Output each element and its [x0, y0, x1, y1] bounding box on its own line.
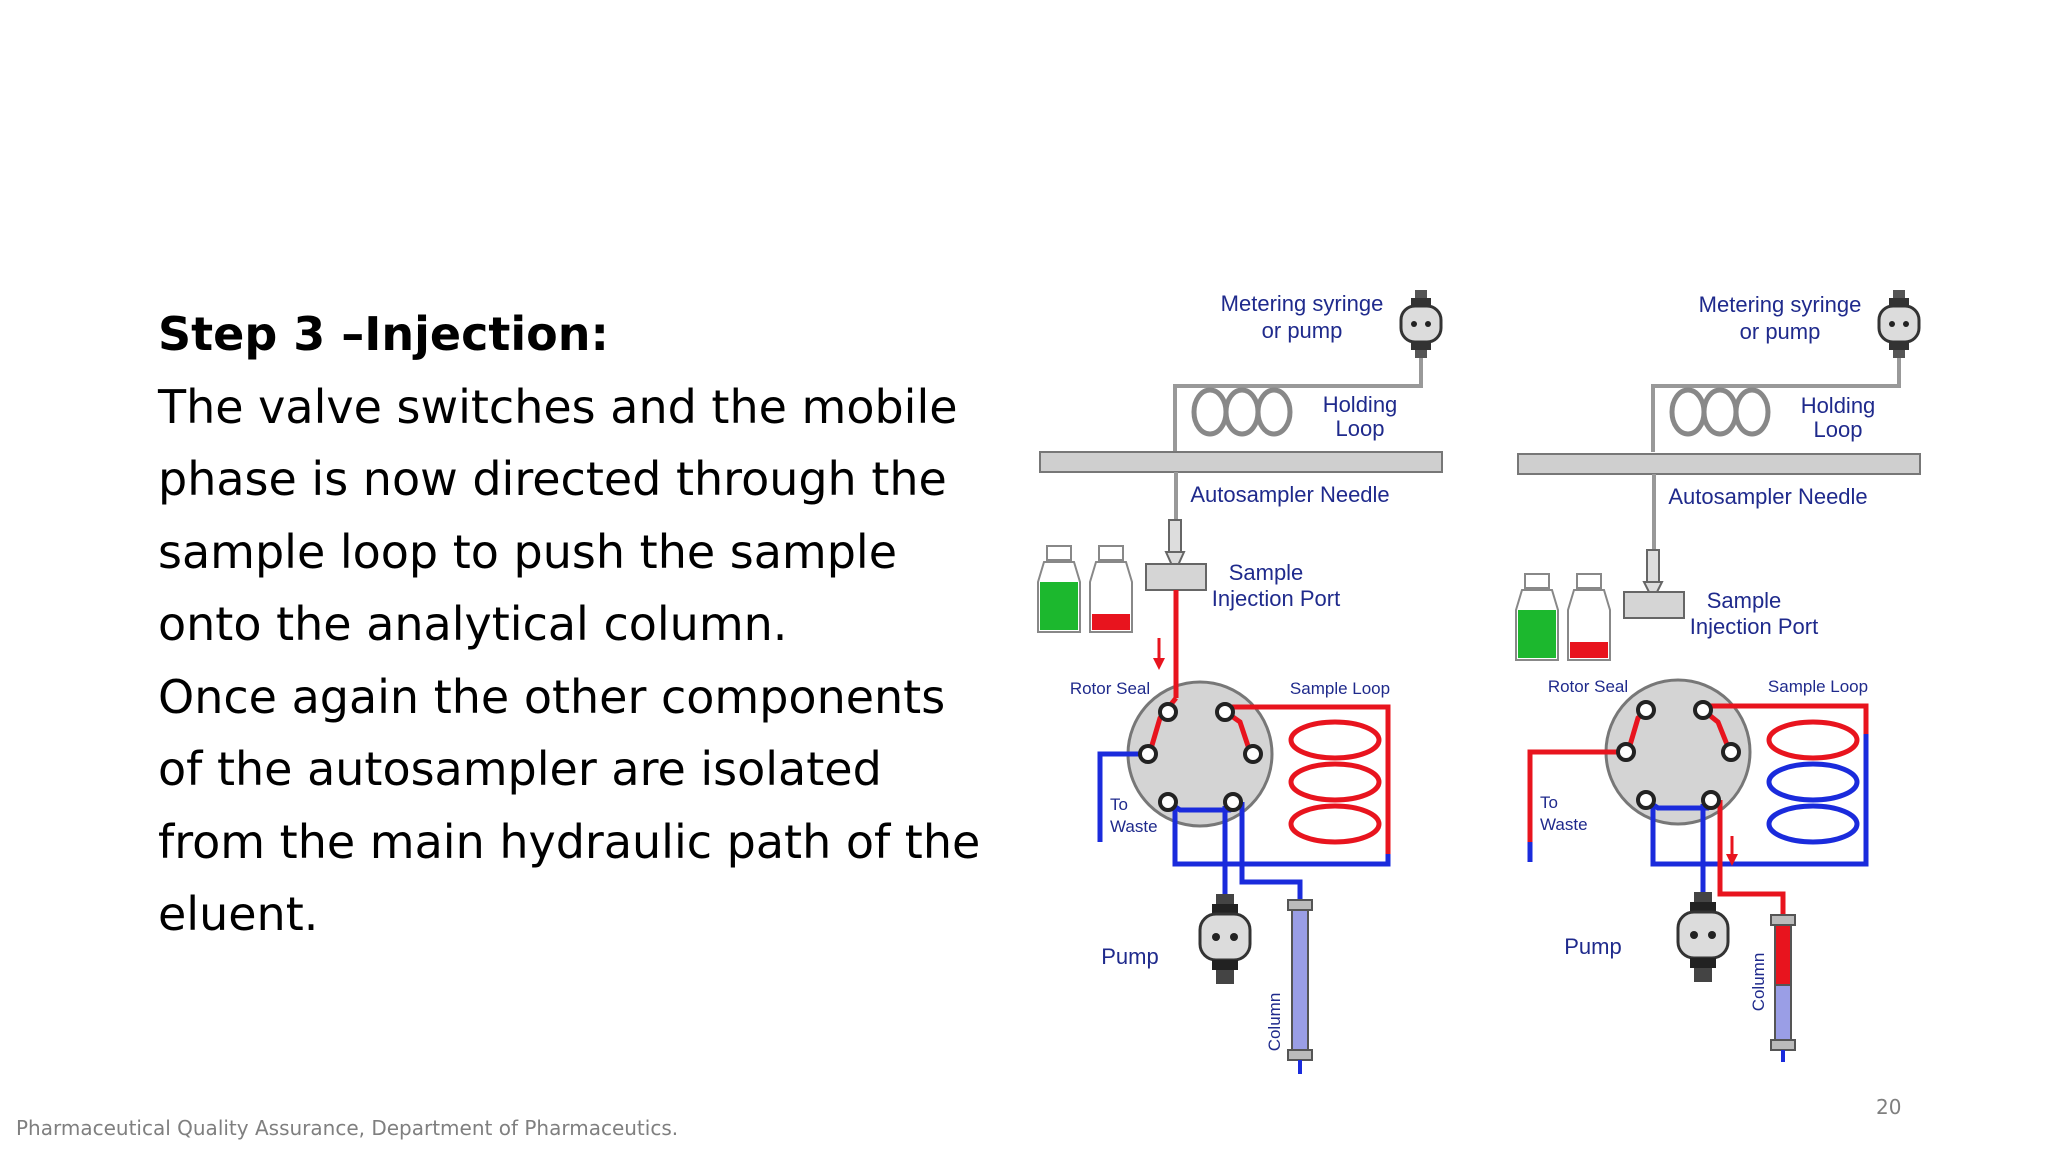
column-label: Column — [1265, 993, 1284, 1052]
pump-icon — [1198, 894, 1252, 984]
metering-label-line2: or pump — [1262, 318, 1343, 343]
pump-icon — [1676, 892, 1730, 982]
port-label-line2: Injection Port — [1690, 614, 1818, 639]
port-label-line1: Sample — [1707, 588, 1782, 613]
vial-red-icon — [1089, 545, 1133, 633]
slide-body: Step 3 –Injection: The valve switches an… — [158, 298, 998, 951]
pump-label: Pump — [1564, 934, 1621, 959]
panel-left: Metering syringe or pump Holding Loop Au… — [1037, 290, 1443, 1074]
holding-label-line2: Loop — [1336, 416, 1385, 441]
port-label-line2: Injection Port — [1212, 586, 1340, 611]
metering-syringe-icon — [1877, 290, 1921, 358]
metering-label-line1: Metering syringe — [1221, 291, 1384, 316]
footer-text: Pharmaceutical Quality Assurance, Depart… — [16, 1116, 679, 1140]
valve-ports — [1616, 700, 1741, 810]
valve-ports — [1138, 702, 1263, 812]
rotor-seal-label: Rotor Seal — [1548, 677, 1628, 696]
holding-loop-icon — [1173, 358, 1423, 452]
needle-label: Autosampler Needle — [1190, 482, 1389, 507]
column-icon — [1770, 914, 1796, 1062]
injection-port — [1623, 591, 1685, 619]
page-number: 20 — [1876, 1095, 1902, 1119]
gantry-bar — [1039, 451, 1443, 473]
holding-label-line1: Holding — [1801, 393, 1876, 418]
sample-loop-label: Sample Loop — [1290, 679, 1390, 698]
waste-label-line1: To — [1110, 795, 1128, 814]
needle-icon — [1164, 519, 1186, 575]
column-label: Column — [1749, 953, 1768, 1012]
flow-paths — [1527, 703, 1869, 917]
pump-label: Pump — [1101, 944, 1158, 969]
paragraph-injection: The valve switches and the mobile phase … — [158, 379, 958, 652]
holding-loop-icon — [1651, 358, 1901, 452]
rotor-seal-label: Rotor Seal — [1070, 679, 1150, 698]
port-label-line1: Sample — [1229, 560, 1304, 585]
panel-right: Metering syringe or pump Holding Loop Au… — [1515, 290, 1921, 1062]
autosampler-diagram: Metering syringe or pump Holding Loop Au… — [1020, 282, 1970, 1082]
needle-label: Autosampler Needle — [1668, 484, 1867, 509]
waste-label-line1: To — [1540, 793, 1558, 812]
vial-green-icon — [1037, 545, 1081, 633]
vial-red-icon — [1567, 573, 1611, 661]
paragraph-isolation: Once again the other components of the a… — [158, 669, 981, 942]
injection-port — [1145, 563, 1207, 591]
waste-label-line2: Waste — [1540, 815, 1588, 834]
step-heading: Step 3 –Injection: — [158, 307, 609, 361]
vial-green-icon — [1515, 573, 1559, 661]
holding-label-line2: Loop — [1814, 417, 1863, 442]
waste-label-line2: Waste — [1110, 817, 1158, 836]
flow-paths — [1097, 590, 1391, 902]
metering-label-line1: Metering syringe — [1699, 292, 1862, 317]
sample-loop-label: Sample Loop — [1768, 677, 1868, 696]
gantry-bar — [1517, 453, 1921, 475]
metering-syringe-icon — [1399, 290, 1443, 358]
metering-label-line2: or pump — [1740, 319, 1821, 344]
holding-label-line1: Holding — [1323, 392, 1398, 417]
column-icon — [1287, 899, 1313, 1074]
